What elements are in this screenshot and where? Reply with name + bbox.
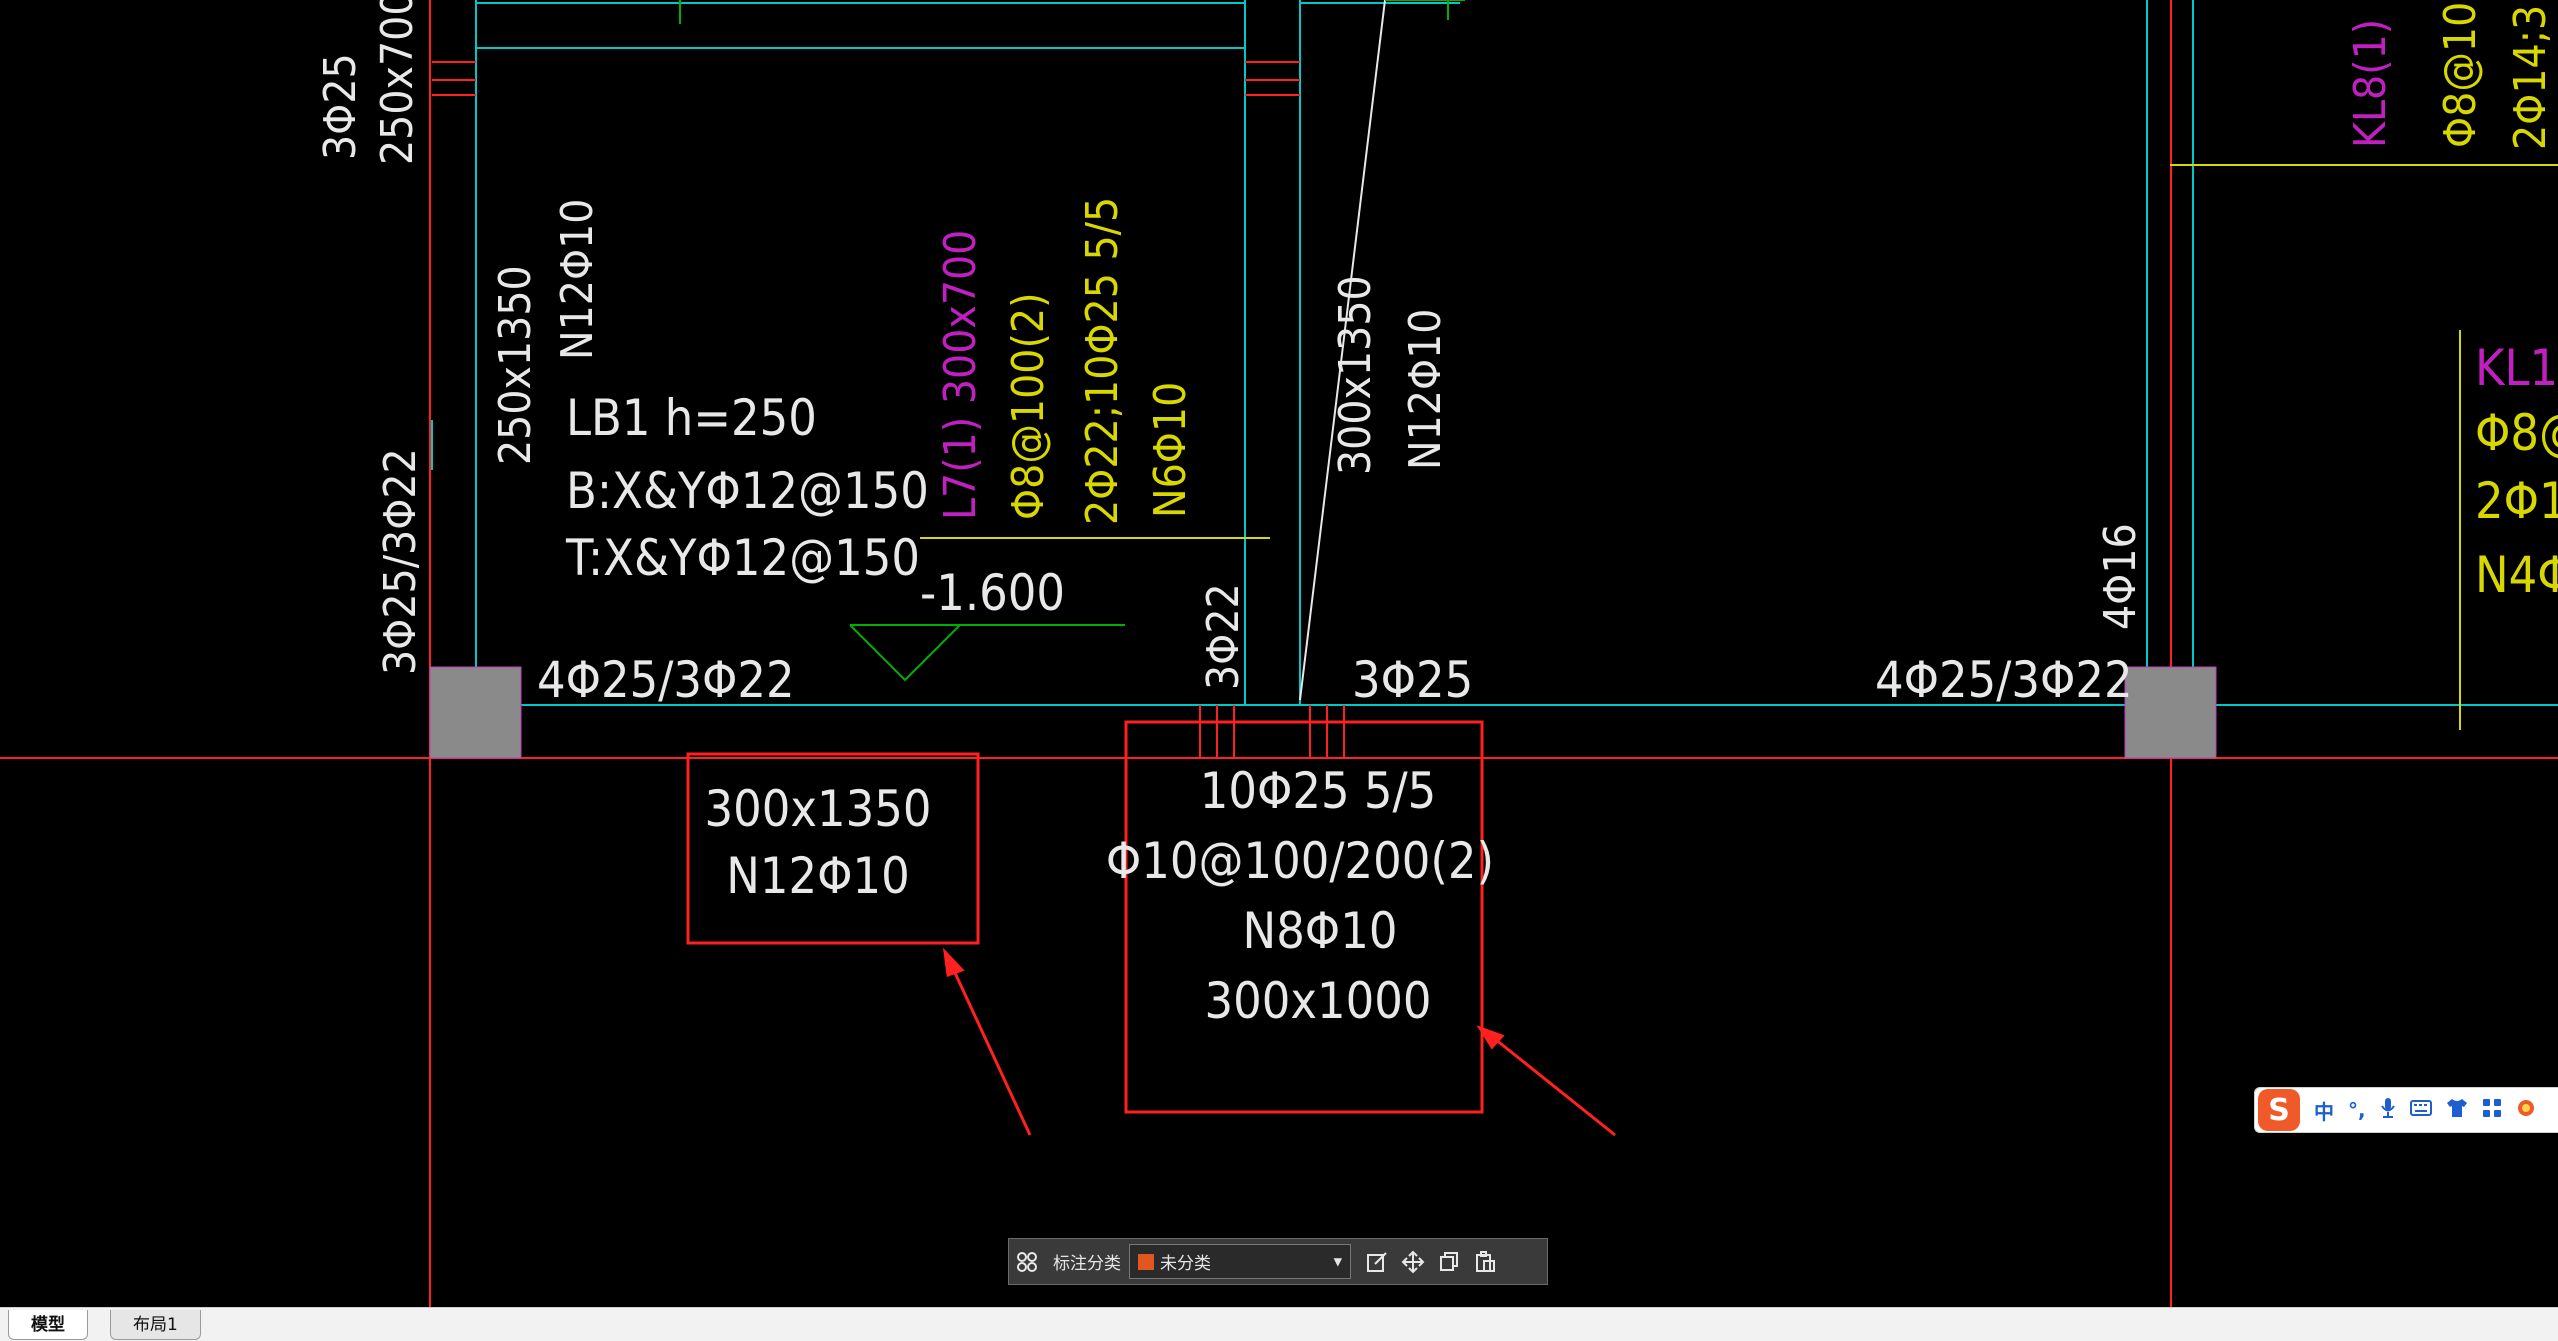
rebar-4phi16-label: 4Φ16 (2095, 523, 2146, 630)
chevron-down-icon: ▼ (1333, 1253, 1342, 1270)
skin-icon[interactable] (2516, 1098, 2536, 1123)
col-left-mid-label: 3Φ25/3Φ22 (375, 448, 426, 675)
rebar-3phi25-label: 3Φ25 (1352, 651, 1473, 709)
col-left-top-label-1: 3Φ25 (315, 53, 366, 160)
green-marks (679, 0, 1465, 24)
kl8-label-3: 2Φ14;3 (2505, 5, 2556, 150)
beam-left-label-2: N12Φ10 (552, 199, 603, 360)
slab-label-2: B:X&YΦ12@150 (566, 462, 929, 520)
beam-left-label-1: 250x1350 (490, 265, 541, 465)
ime-punctuation-mode[interactable]: °, (2348, 1098, 2366, 1122)
shirt-icon[interactable] (2446, 1098, 2468, 1123)
kl1-label-1: KL1( (2475, 339, 2558, 397)
l7-label-4: N6Φ10 (1145, 382, 1196, 518)
category-color-swatch (1138, 1253, 1154, 1270)
kl8-label-2: Φ8@100 (2435, 0, 2486, 148)
column-right (2124, 666, 2217, 759)
layout-tab-bar: 模型 布局1 (0, 1307, 2558, 1341)
kl1-label-3: 2Φ1 (2475, 472, 2558, 530)
move-icon[interactable] (1395, 1244, 1431, 1280)
edit-icon[interactable] (1359, 1244, 1395, 1280)
diagonal-leader-line (1299, 0, 1386, 701)
l7-label-3: 2Φ22;10Φ25 5/5 (1077, 197, 1128, 525)
box2-label-2: Φ10@100/200(2) (1106, 832, 1494, 890)
box2-label-3: N8Φ10 (1243, 902, 1398, 960)
keyboard-icon[interactable] (2409, 1098, 2432, 1122)
mic-icon[interactable] (2380, 1097, 2396, 1124)
ime-toolbar: S 中 °, (2254, 1087, 2558, 1133)
copy-icon[interactable] (1431, 1244, 1467, 1280)
rebar-bottom-left-label: 4Φ25/3Φ22 (537, 651, 795, 709)
box2-label-4: 300x1000 (1205, 972, 1432, 1030)
red-arrows (942, 947, 1616, 1137)
l7-label-2: Φ8@100(2) (1003, 292, 1054, 520)
paste-icon[interactable] (1467, 1244, 1503, 1280)
apps-icon[interactable] (2482, 1098, 2502, 1123)
elevation-marker (849, 624, 1125, 682)
tab-layout1[interactable]: 布局1 (110, 1310, 201, 1340)
highlight-box-1 (686, 752, 980, 945)
beam-mid-label-1: 300x1350 (1330, 275, 1381, 475)
slab-label-3: T:X&YΦ12@150 (565, 529, 920, 587)
column-left (429, 666, 522, 759)
grid-icon[interactable] (1009, 1244, 1045, 1280)
kl1-label-2: Φ8@ (2475, 404, 2558, 462)
box1-label-1: 300x1350 (705, 780, 932, 838)
category-select-value: 未分类 (1160, 1254, 1211, 1274)
highlight-box-2 (1124, 720, 1484, 1114)
annotation-category-select[interactable]: 未分类 ▼ (1129, 1244, 1351, 1279)
yellow-lines (920, 164, 2558, 730)
annotation-category-label: 标注分类 (1053, 1254, 1121, 1274)
box2-label-1: 10Φ25 5/5 (1200, 762, 1437, 820)
elevation-label: -1.600 (920, 564, 1065, 622)
box1-label-2: N12Φ10 (726, 847, 910, 905)
ime-chinese-mode[interactable]: 中 (2314, 1099, 2334, 1124)
tab-model[interactable]: 模型 (8, 1310, 88, 1340)
beam-mid-label-2: N12Φ10 (1400, 309, 1451, 470)
rebar-3phi22-label: 3Φ22 (1198, 583, 1249, 690)
col-left-top-label-2: 250x700 (372, 0, 423, 165)
sogou-logo-icon[interactable]: S (2258, 1089, 2300, 1131)
slab-label-1: LB1 h=250 (566, 389, 817, 447)
rebar-bottom-right-label: 4Φ25/3Φ22 (1875, 651, 2133, 709)
l7-label-1: L7(1) 300x700 (935, 230, 986, 520)
annotation-toolbar: 标注分类 未分类 ▼ (1008, 1238, 1548, 1285)
kl1-label-4: N4Φ (2475, 546, 2558, 604)
kl8-label-1: KL8(1) (2345, 19, 2396, 148)
